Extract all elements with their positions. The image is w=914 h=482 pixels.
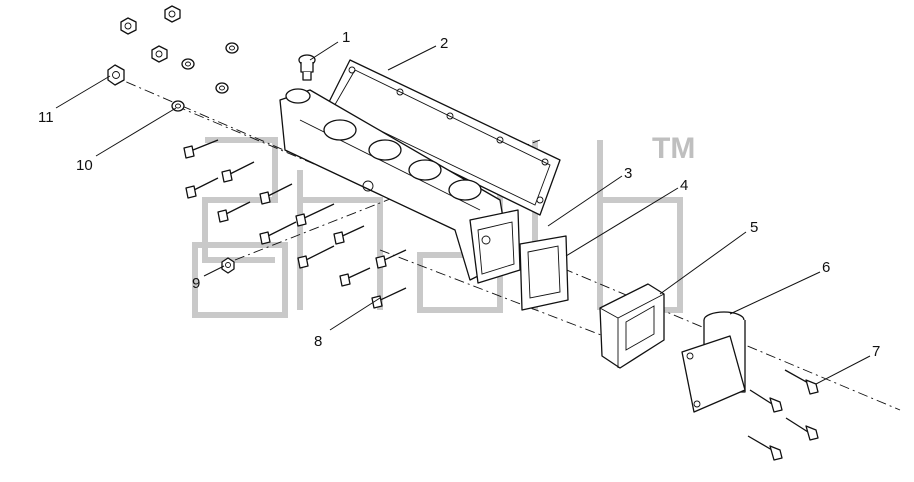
bolt-icon xyxy=(333,225,365,245)
nut-group xyxy=(107,5,181,86)
bolt-icon xyxy=(185,177,219,199)
bolt-icon xyxy=(784,369,819,395)
bolt-icon xyxy=(183,139,219,159)
nut-part-9 xyxy=(221,257,235,274)
bolt-icon xyxy=(217,201,251,223)
callout-5: 5 xyxy=(750,219,758,236)
callout-3: 3 xyxy=(624,165,632,182)
bolt-icon xyxy=(747,435,783,461)
bolt-icon xyxy=(295,203,335,227)
flange-gasket-part-3 xyxy=(519,235,569,311)
nut-icon xyxy=(107,64,125,86)
callout-leaders xyxy=(55,41,871,385)
washer-icon xyxy=(181,58,195,70)
callout-9: 9 xyxy=(192,275,200,292)
adapter-block-part-5 xyxy=(599,283,665,369)
bolt-icon xyxy=(785,417,819,441)
callout-8: 8 xyxy=(314,333,322,350)
outlet-elbow-part-6 xyxy=(681,311,746,413)
bolt-icon xyxy=(221,161,255,183)
washer-icon xyxy=(225,42,239,54)
callout-2: 2 xyxy=(440,35,448,52)
bolt-icon xyxy=(375,249,407,269)
callout-labels: 1 2 3 4 5 6 7 8 9 10 11 xyxy=(38,29,880,360)
bolt-icon xyxy=(297,245,335,269)
washer-icon xyxy=(215,82,229,94)
washer-group xyxy=(171,42,239,112)
plug-part-1 xyxy=(298,54,316,81)
bolt-group-part-8 xyxy=(183,139,407,309)
bolt-icon xyxy=(339,267,371,287)
manifold-gasket-part-2 xyxy=(324,59,561,216)
watermark-tm: TM xyxy=(652,132,695,165)
exhaust-manifold xyxy=(279,88,521,284)
callout-7: 7 xyxy=(872,343,880,360)
callout-6: 6 xyxy=(822,259,830,276)
bolt-icon xyxy=(259,183,293,205)
bolt-icon xyxy=(259,221,297,245)
callout-10: 10 xyxy=(76,157,93,174)
callout-1: 1 xyxy=(342,29,350,46)
bolt-icon xyxy=(371,287,407,309)
callout-4: 4 xyxy=(680,177,688,194)
nut-icon xyxy=(120,17,137,35)
bolt-icon xyxy=(749,389,783,413)
bolt-group-part-7 xyxy=(747,369,819,461)
nut-icon xyxy=(164,5,181,23)
nut-icon xyxy=(151,45,168,63)
callout-11: 11 xyxy=(38,109,54,126)
